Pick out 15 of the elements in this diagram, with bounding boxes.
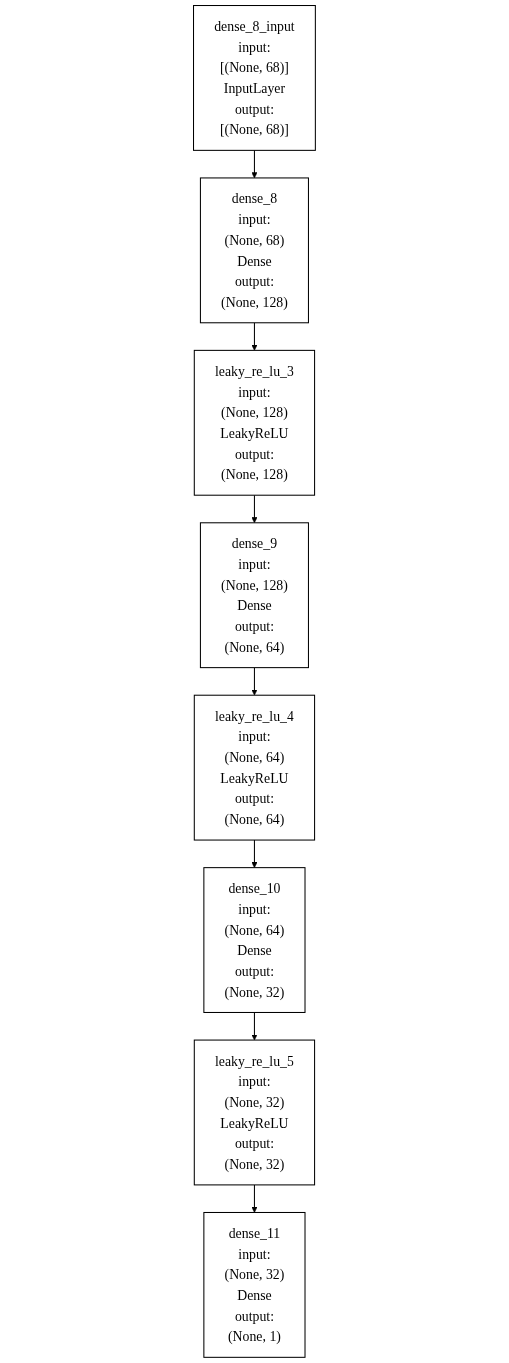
node-box: dense_8 input: (None, 68) Dense output: (None, 128): [199, 177, 310, 324]
arrow: [251, 1184, 258, 1213]
arrow: [251, 1011, 258, 1041]
node-box: leaky_re_lu_5 input: (None, 32) LeakyReLU output: (None, 32): [193, 1039, 316, 1186]
arrow: [251, 839, 258, 868]
node-box: dense_9 input: (None, 128) Dense output: (None, 64): [199, 522, 310, 669]
arrow: [251, 322, 258, 351]
node-box: dense_8_input input: [(None, 68)] InputLayer output: [(None, 68)]: [193, 5, 316, 151]
node-box: dense_10 input: (None, 64) Dense output: (None, 32): [203, 867, 306, 1013]
node-box: leaky_re_lu_3 input: (None, 128) LeakyReLU output: (None, 128): [193, 349, 316, 496]
arrow: [251, 149, 258, 179]
arrow: [251, 667, 258, 696]
node-box: dense_11 input: (None, 32) Dense output: (None, 1): [203, 1211, 306, 1358]
arrow: [251, 494, 258, 524]
node-box: leaky_re_lu_4 input: (None, 64) LeakyReLU output: (None, 64): [193, 694, 316, 841]
